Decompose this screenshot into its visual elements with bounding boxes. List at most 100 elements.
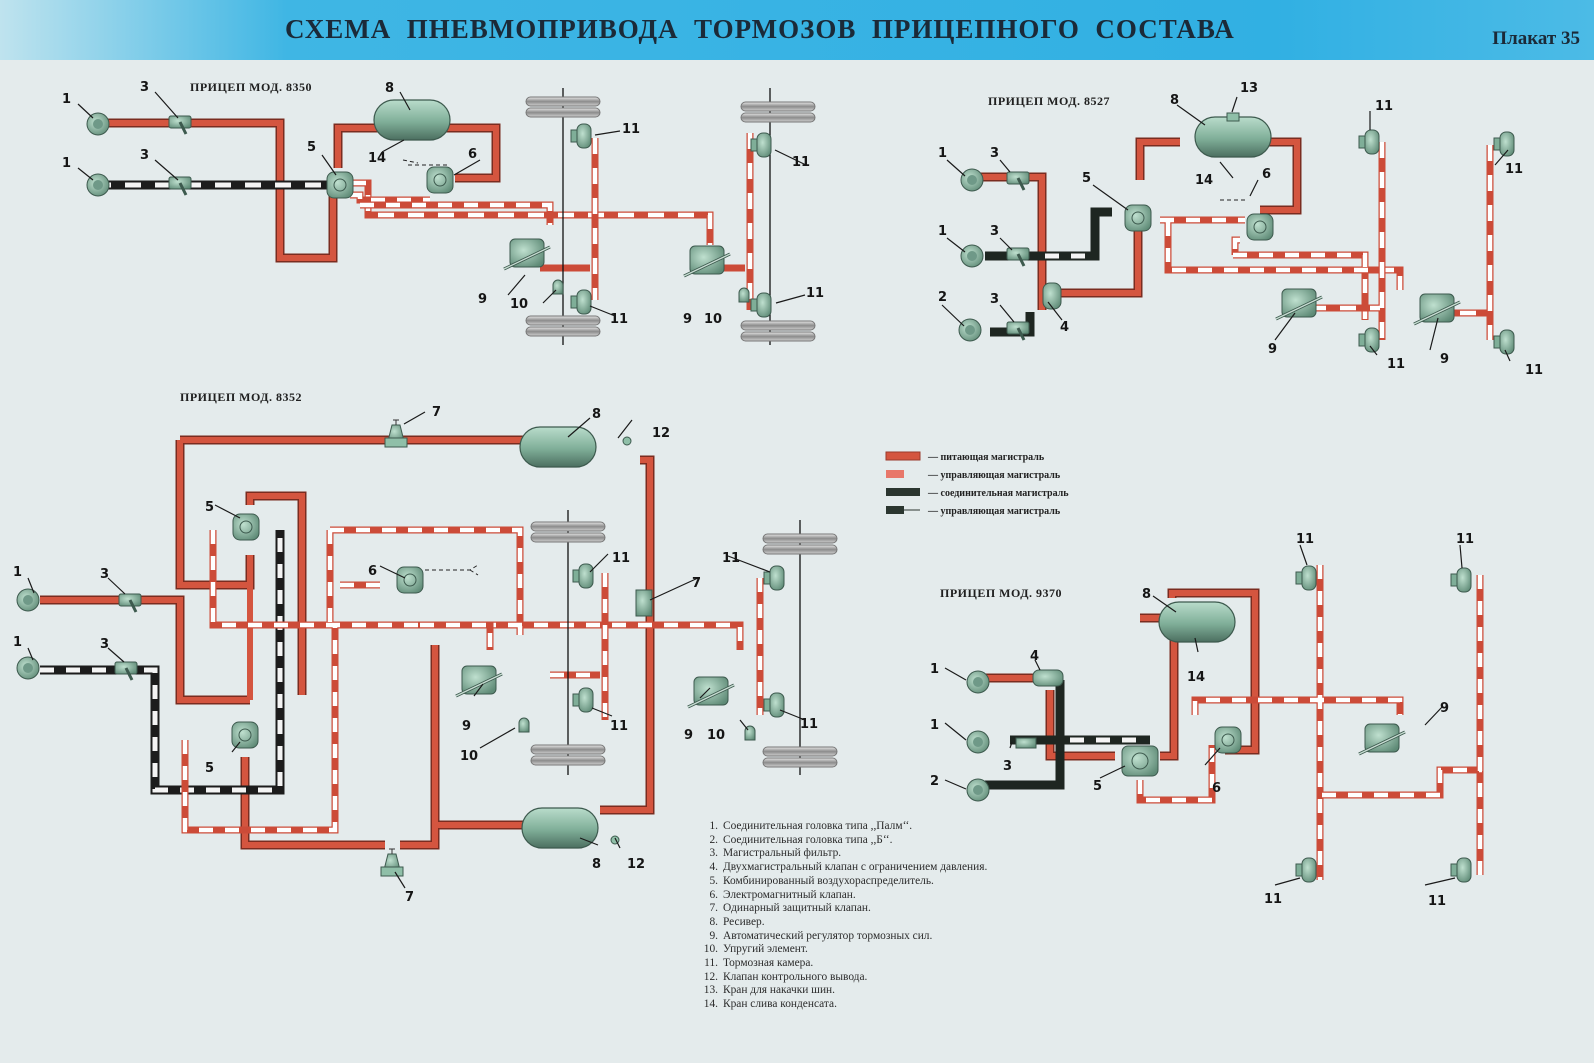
legend-label: — управляющая магистраль xyxy=(927,470,1061,481)
callout-label: 1 xyxy=(930,718,939,733)
legend-label: — питающая магистраль xyxy=(927,452,1045,463)
solenoid-valve-icon xyxy=(1246,213,1274,241)
callout-label: 1 xyxy=(13,635,22,650)
line-filter-icon xyxy=(1015,737,1037,749)
callout-label: 7 xyxy=(432,405,441,420)
callout-label: 11 xyxy=(722,551,740,566)
item-number: 2. xyxy=(709,833,718,846)
item-number: 14. xyxy=(703,998,718,1011)
brake-chamber-icon xyxy=(572,687,594,713)
wheel-icon xyxy=(740,320,816,342)
tire-inflation-tap-icon xyxy=(1226,112,1240,122)
callout-label: 6 xyxy=(368,564,377,579)
callouts-8352: 7 8 12 5 1 3 1 3 6 11 7 11 9 10 11 9 10 … xyxy=(13,405,818,905)
item-text: Кран слива конденсата. xyxy=(723,998,837,1011)
brake-chamber-icon xyxy=(750,292,772,318)
brake-regulator-icon xyxy=(686,675,736,709)
receiver-tank-icon xyxy=(373,99,451,141)
callout-label: 11 xyxy=(610,719,628,734)
two-line-valve-icon xyxy=(1042,282,1062,310)
callout-label: 11 xyxy=(1375,99,1393,114)
parts-list-item: 13.Кран для накачки шин. xyxy=(700,984,1013,998)
callout-label: 3 xyxy=(100,637,109,652)
callout-label: 14 xyxy=(368,151,386,166)
item-number: 6. xyxy=(709,888,718,901)
protection-valve-icon xyxy=(384,419,408,448)
air-distributor-icon xyxy=(232,513,260,541)
parts-list-item: 3.Магистральный фильтр. xyxy=(700,847,1013,861)
item-text: Электромагнитный клапан. xyxy=(723,888,856,901)
parts-list: 1.Соединительная головка типа ,,Палм‘‘. … xyxy=(700,820,1013,1012)
item-number: 5. xyxy=(709,874,718,887)
parts-list-item: 5.Комбинированный воздухораспределитель. xyxy=(700,875,1013,889)
two-line-valve-icon xyxy=(1032,669,1064,687)
item-text: Соединительная головка типа ,,Палм‘‘. xyxy=(723,820,913,832)
brake-chamber-icon xyxy=(1493,329,1515,355)
callout-label: 9 xyxy=(478,292,487,307)
callout-label: 11 xyxy=(806,286,824,301)
item-number: 11. xyxy=(704,957,718,970)
item-text: Тормозная камера. xyxy=(723,957,814,970)
callout-label: 11 xyxy=(800,717,818,732)
callout-label: 11 xyxy=(622,122,640,137)
palm-head-icon xyxy=(966,670,990,694)
item-number: 3. xyxy=(709,847,718,860)
callout-label: 12 xyxy=(652,426,670,441)
callout-label: 4 xyxy=(1030,649,1039,664)
parts-list-item: 1. Соединительная головка типа ,,Палм‘‘. xyxy=(700,820,1013,834)
receiver-tank-icon xyxy=(519,426,597,468)
callout-label: 11 xyxy=(792,155,810,170)
callout-label: 11 xyxy=(1296,532,1314,547)
legend-label: — соединительная магистраль xyxy=(927,488,1069,499)
leader-lines xyxy=(27,91,1511,889)
poster-number: Плакат 35 xyxy=(1492,28,1580,49)
parts-list-item: 8.Ресивер. xyxy=(700,916,1013,930)
brake-chamber-icon xyxy=(572,563,594,589)
brake-chamber-icon xyxy=(1358,327,1380,353)
brake-regulator-icon xyxy=(502,237,552,271)
receiver-tank-icon xyxy=(521,807,599,849)
callout-label: 11 xyxy=(1525,363,1543,378)
legend-item-control-black: — управляющая магистраль xyxy=(886,506,1061,517)
parts-list-item: 14. Кран слива конденсата. xyxy=(700,998,1013,1012)
callout-label: 2 xyxy=(938,290,947,305)
solenoid-valve-icon xyxy=(426,166,454,194)
brake-regulator-icon xyxy=(682,244,732,278)
item-number: 12. xyxy=(703,970,718,983)
item-number: 8. xyxy=(709,915,718,928)
diagram-8352 xyxy=(40,435,801,850)
item-text: Одинарный защитный клапан. xyxy=(723,902,871,915)
check-valve-icon xyxy=(622,436,632,446)
callout-label: 14 xyxy=(1195,173,1213,188)
callout-label: 3 xyxy=(1003,759,1012,774)
callout-label: 3 xyxy=(990,146,999,161)
brake-chamber-icon xyxy=(1493,131,1515,157)
callout-label: 14 xyxy=(1187,670,1205,685)
callout-label: 1 xyxy=(930,662,939,677)
solenoid-valve-icon xyxy=(396,566,424,594)
callout-label: 6 xyxy=(1262,167,1271,182)
callout-label: 12 xyxy=(627,857,645,872)
callout-label: 9 xyxy=(462,719,471,734)
callout-label: 13 xyxy=(1240,81,1258,96)
legend-item-connecting: — соединительная магистраль xyxy=(886,488,1069,499)
callout-label: 10 xyxy=(704,312,722,327)
b-head-icon xyxy=(966,778,990,802)
item-number: 1. xyxy=(709,820,718,832)
parts-list-item: 6. Электромагнитный клапан. xyxy=(700,889,1013,903)
palm-head-icon xyxy=(960,168,984,192)
callouts-8527: 8 13 1 3 5 14 6 1 3 2 3 4 11 11 9 11 9 1… xyxy=(938,81,1543,378)
parts-list-item: 10.Упругий элемент. xyxy=(700,943,1013,957)
receiver-tank-icon xyxy=(1194,116,1272,158)
item-number: 4. xyxy=(709,861,718,874)
callout-label: 9 xyxy=(1268,342,1277,357)
air-distributor-icon xyxy=(326,171,354,199)
line-filter-icon xyxy=(167,114,193,136)
connecting-line-swatch xyxy=(886,488,920,496)
callout-label: 11 xyxy=(612,551,630,566)
parts-list-item: 4.Двухмагистральный клапан с ограничение… xyxy=(700,861,1013,875)
callout-label: 3 xyxy=(990,292,999,307)
item-number: 13. xyxy=(703,984,718,997)
components xyxy=(16,96,1515,883)
elastic-element-icon xyxy=(738,287,750,303)
